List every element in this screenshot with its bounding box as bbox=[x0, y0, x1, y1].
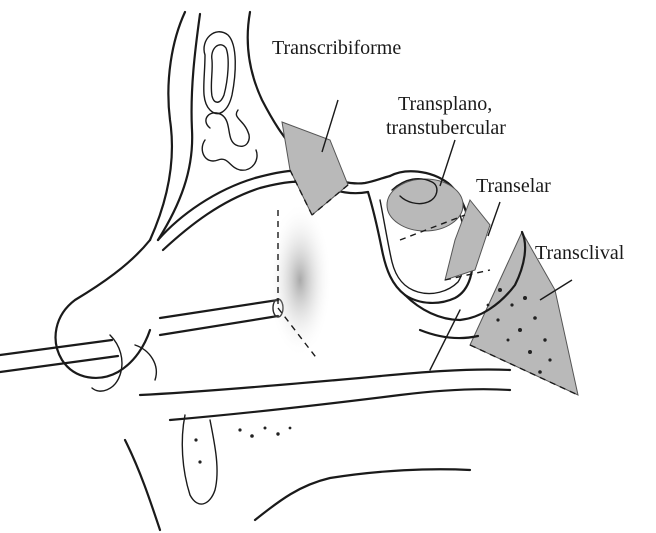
transplano-zone bbox=[387, 179, 463, 231]
ethmoid-cells bbox=[206, 110, 249, 146]
leader-transelar bbox=[488, 202, 500, 236]
label-transclival: Transclival bbox=[535, 242, 625, 264]
label-transplano-line1: Transplano, bbox=[398, 93, 492, 115]
label-transplano-line2: transtubercular bbox=[386, 117, 506, 139]
label-transcribiforme: Transcribiforme bbox=[272, 37, 401, 59]
leader-transplano bbox=[440, 140, 455, 186]
hard-palate bbox=[140, 369, 510, 395]
label-transelar: Transelar bbox=[476, 175, 551, 197]
sella-turcica bbox=[368, 171, 490, 303]
transcribiforme-zone bbox=[282, 122, 348, 215]
